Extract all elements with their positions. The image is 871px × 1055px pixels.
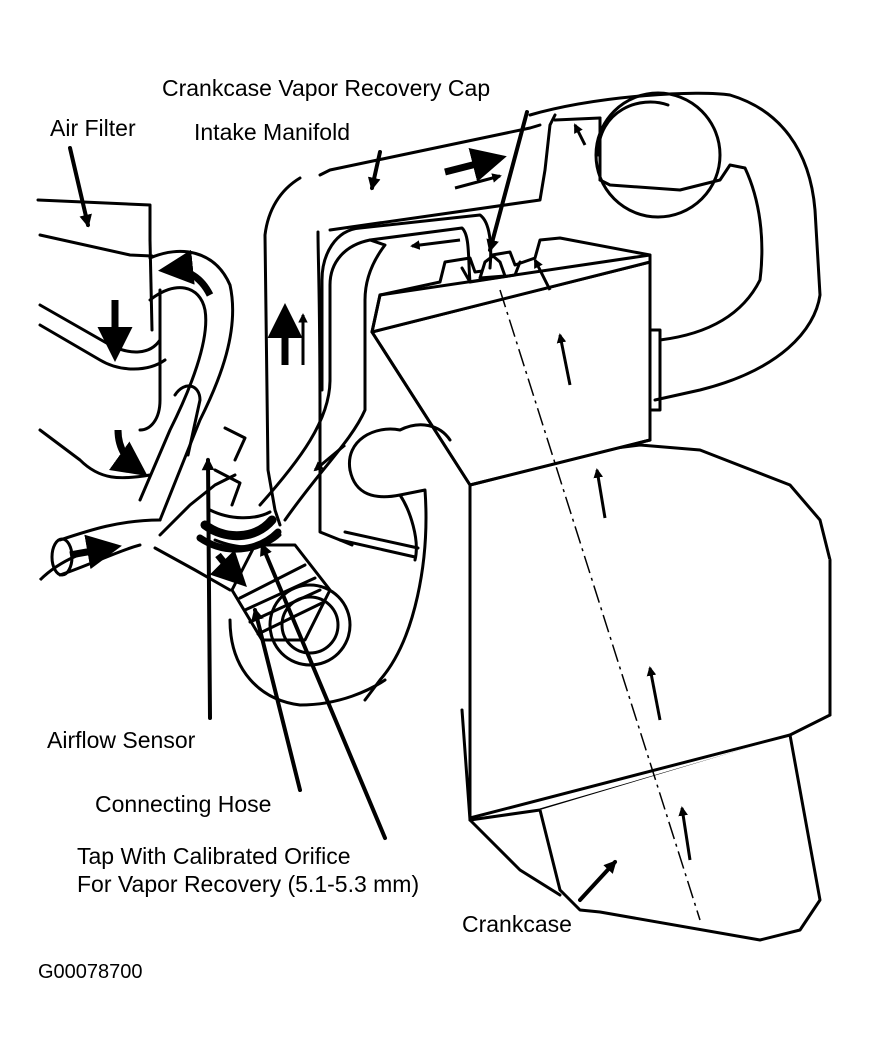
label-crankcase: Crankcase <box>462 911 572 937</box>
connecting-hose-bellows <box>228 543 387 707</box>
label-tap-line2: For Vapor Recovery (5.1-5.3 mm) <box>77 871 419 897</box>
vapor-tap-tube <box>200 515 277 541</box>
label-connecting-hose: Connecting Hose <box>95 791 271 817</box>
crankcase-body <box>460 443 832 942</box>
air-filter-housing <box>36 198 167 480</box>
vapor-recovery-cap <box>460 254 522 284</box>
leader-lines <box>68 110 617 902</box>
flow-arrows <box>38 123 692 861</box>
label-intake-manifold: Intake Manifold <box>194 119 350 145</box>
label-tap-line1: Tap With Calibrated Orifice <box>77 843 351 869</box>
label-air-filter: Air Filter <box>50 115 136 141</box>
centerline <box>499 289 701 921</box>
label-airflow-sensor: Airflow Sensor <box>47 727 196 753</box>
intake-manifold <box>263 91 822 547</box>
mounting-bracket <box>338 423 452 702</box>
figure-id: G00078700 <box>38 961 143 983</box>
label-crankcase-vapor-recovery-cap: Crankcase Vapor Recovery Cap <box>162 75 490 101</box>
